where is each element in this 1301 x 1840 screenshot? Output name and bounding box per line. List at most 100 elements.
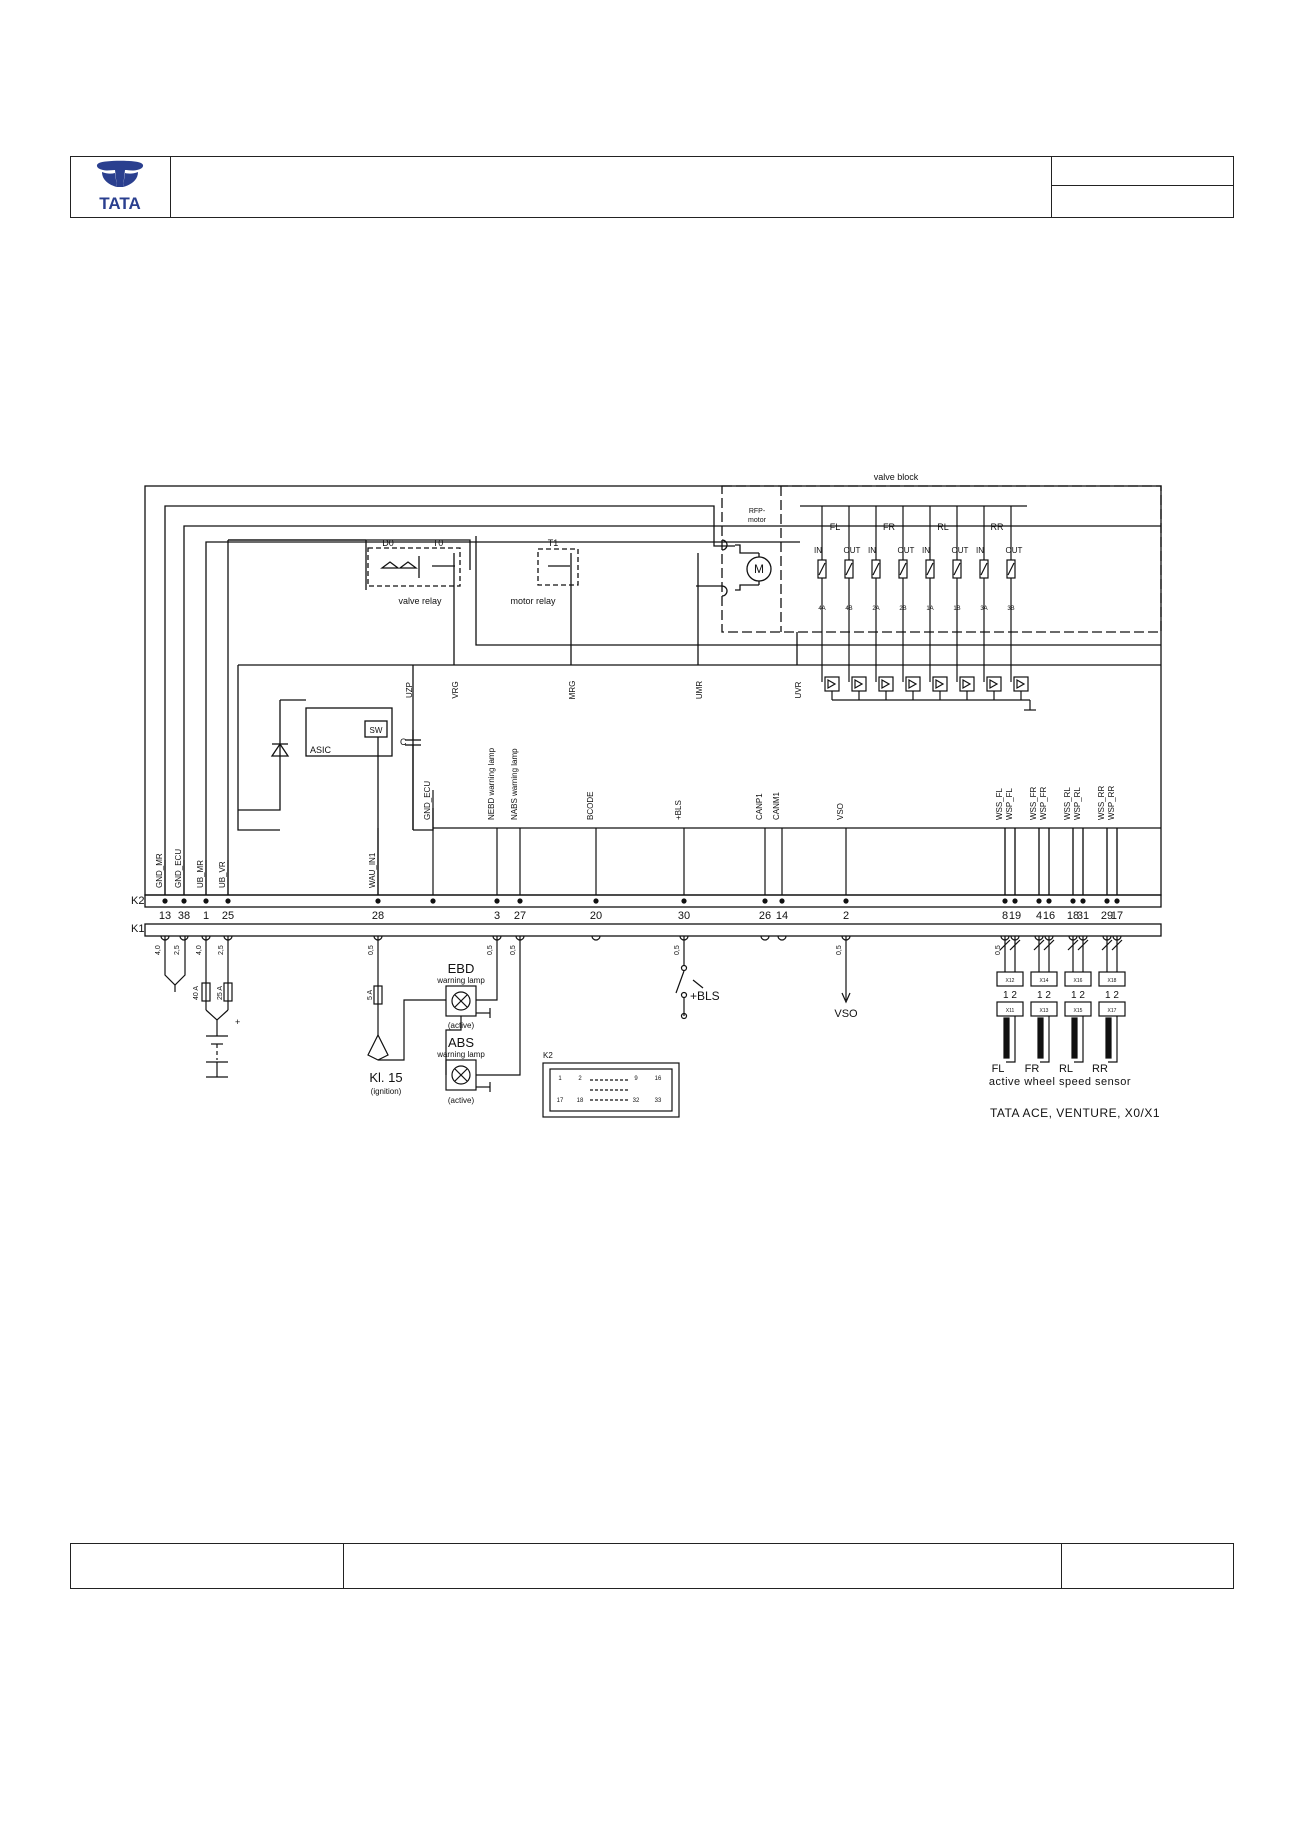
wire-size-label: 0,5 xyxy=(487,945,494,955)
sensor-connector-top xyxy=(1030,971,1058,987)
wire-size-label: 0,5 xyxy=(368,945,375,955)
sensor-wheel-tag: RR xyxy=(1092,1063,1108,1075)
sensor-connector-bottom xyxy=(996,1001,1024,1017)
valve-in-label: IN xyxy=(868,546,876,555)
tata-logo-icon: TATA xyxy=(96,160,144,213)
header-info-cell xyxy=(1051,157,1233,217)
footer-left-cell xyxy=(71,1544,344,1588)
k1-connector-bar xyxy=(144,923,1162,937)
valve-in-label: IN xyxy=(814,546,822,555)
k2-pin: 16 xyxy=(655,1076,662,1082)
signal-label: WSS_RR xyxy=(1097,786,1106,820)
valve-coils xyxy=(817,506,1016,682)
fuse-5a-label: 5 A xyxy=(367,990,374,1000)
pin-number: 4 xyxy=(1036,910,1042,922)
wheel-speed-sensors xyxy=(590,936,1126,1101)
logo-box: TATA xyxy=(71,157,171,217)
k2-pin: 1 xyxy=(558,1076,562,1082)
asic-label: ASIC xyxy=(310,745,332,755)
valve-number: 3B xyxy=(1007,606,1014,612)
signal-lines xyxy=(160,790,1122,941)
valve-number: 2A xyxy=(872,606,879,612)
k2-pin: 17 xyxy=(557,1098,564,1104)
valve-block-title: valve block xyxy=(874,472,919,482)
rfp-motor-label-2: motor xyxy=(748,517,767,524)
wire-size-label: 0,5 xyxy=(510,945,517,955)
sensor-connector-top xyxy=(996,971,1024,987)
sensor-code: X17 xyxy=(1108,1008,1117,1014)
valve-driver xyxy=(905,676,921,692)
valve-driver xyxy=(878,676,894,692)
t1-label: T1 xyxy=(548,538,559,548)
sensor-code: X13 xyxy=(1040,1008,1049,1014)
k2-pin: 33 xyxy=(655,1098,662,1104)
bls-external-label: +BLS xyxy=(690,989,720,1003)
valve-wheel-label: RL xyxy=(937,522,949,532)
signal-label: UB_VR xyxy=(218,861,227,888)
pin-number: 8 xyxy=(1002,910,1008,922)
wire-size-label: 0,5 xyxy=(674,945,681,955)
valve-wheel-label: FR xyxy=(883,522,895,532)
t0-label: T0 xyxy=(433,538,444,548)
pin-number: 17 xyxy=(1111,910,1123,922)
motor-relay-label: motor relay xyxy=(510,596,556,606)
signal-label: WSS_FL xyxy=(995,787,1004,820)
sensor-code: X14 xyxy=(1040,978,1049,984)
internal-signal-label: UZP xyxy=(405,682,414,698)
k2-connector-bar xyxy=(144,894,1162,908)
signal-label: WSS_RL xyxy=(1063,787,1072,820)
valve-driver xyxy=(851,676,867,692)
sw-label: SW xyxy=(370,726,383,735)
ebd-lamp-label: EBD xyxy=(448,961,475,976)
valve-driver xyxy=(959,676,975,692)
header-divider xyxy=(1052,185,1233,186)
footer-right-cell xyxy=(1061,1544,1233,1588)
pin-number: 25 xyxy=(222,910,234,922)
sensor-body xyxy=(1071,1017,1078,1059)
pin-number: 31 xyxy=(1077,910,1089,922)
pin-number: 27 xyxy=(514,910,526,922)
pin-number: 2 xyxy=(843,910,849,922)
valve-in-label: IN xyxy=(922,546,930,555)
valve-number: 2B xyxy=(899,606,906,612)
signal-label: UB_MR xyxy=(196,860,205,888)
signal-label: WSP_FL xyxy=(1005,787,1014,820)
wire-size-label: 4,0 xyxy=(155,945,162,955)
capacitor-label: C xyxy=(400,737,407,747)
k2-pin: 9 xyxy=(634,1076,638,1082)
ignition-label: (ignition) xyxy=(371,1087,402,1096)
abs-warning-lamp-label: warning lamp xyxy=(436,1050,485,1059)
wire-size-label: 2,5 xyxy=(218,945,225,955)
fuse-40a-label: 40 A xyxy=(193,986,200,1000)
sensor-connector-top xyxy=(1064,971,1092,987)
pin-number: 28 xyxy=(372,910,384,922)
pin-number: 3 xyxy=(494,910,500,922)
signal-label: WSP_RL xyxy=(1073,787,1082,820)
rfp-motor-label: RFP- xyxy=(749,508,766,515)
k2-pin: 18 xyxy=(577,1098,584,1104)
valve-driver xyxy=(824,676,840,692)
sensor-connector-bottom xyxy=(1064,1001,1092,1017)
sensor-pins: 1 2 xyxy=(1003,990,1017,1001)
k2-connector-label: K2 xyxy=(543,1051,553,1060)
sensor-code: X15 xyxy=(1074,1008,1083,1014)
signal-label: WAU_IN1 xyxy=(368,852,377,888)
fuse-25a-label: 25 A xyxy=(217,986,224,1000)
valve-wheel-label: FL xyxy=(830,522,841,532)
wire-size-label: 2,5 xyxy=(174,945,181,955)
sensor-connector-top xyxy=(1098,971,1126,987)
signal-label: BCODE xyxy=(586,792,595,820)
pin-number: 26 xyxy=(759,910,771,922)
k1-label: K1 xyxy=(131,923,144,935)
valve-number: 1A xyxy=(926,606,933,612)
signal-label: GND_ECU xyxy=(174,849,183,888)
valve-block-region xyxy=(721,485,1162,633)
